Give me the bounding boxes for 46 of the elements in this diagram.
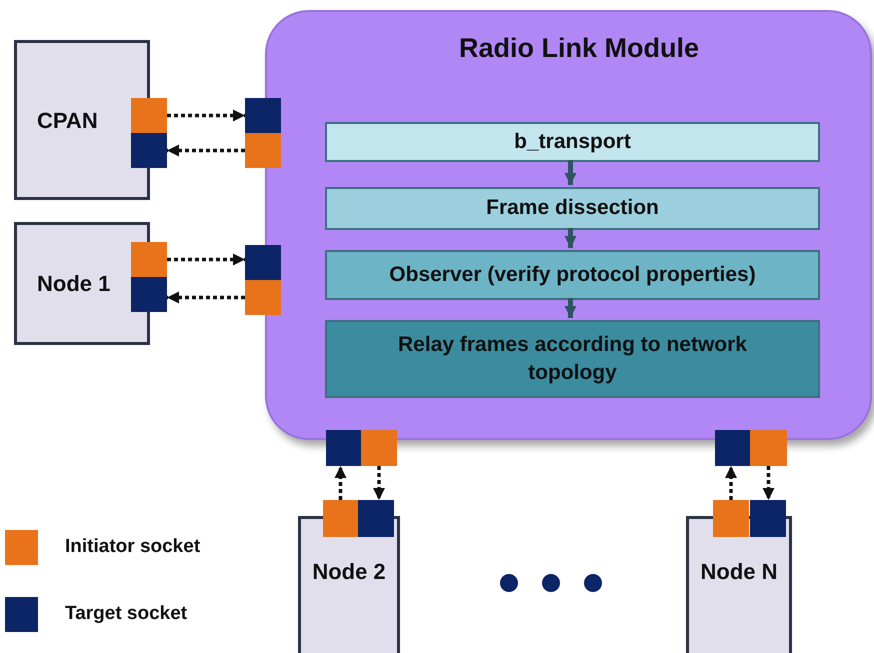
bar-label: Observer (verify protocol properties) xyxy=(389,262,756,288)
flow-arrow xyxy=(564,228,576,248)
device-label: Node 2 xyxy=(312,558,386,586)
dotted-arrow xyxy=(762,466,774,500)
bar-label: Relay frames according to network topology xyxy=(397,332,748,386)
initiator-socket xyxy=(131,98,167,133)
bar-label: b_transport xyxy=(514,128,631,155)
legend-label: Initiator socket xyxy=(65,535,200,560)
initiator-socket xyxy=(131,242,167,277)
flow-arrow xyxy=(564,298,576,318)
dotted-arrow xyxy=(373,466,385,500)
initiator-socket xyxy=(323,500,358,537)
process-bar xyxy=(325,250,820,300)
initiator-socket xyxy=(750,430,787,466)
initiator-socket xyxy=(713,500,749,537)
flow-arrow xyxy=(564,160,576,185)
target-socket xyxy=(326,430,361,466)
initiator-socket xyxy=(245,280,281,315)
dotted-arrow xyxy=(167,110,245,122)
device-label: CPAN xyxy=(37,106,98,134)
target-socket xyxy=(245,98,281,133)
device-label: Node 1 xyxy=(37,270,110,298)
target-socket xyxy=(131,133,167,168)
dotted-arrow xyxy=(167,144,245,156)
device-label: Node N xyxy=(700,558,778,586)
dotted-arrow xyxy=(167,292,245,304)
target-socket xyxy=(131,277,167,312)
process-bar xyxy=(325,187,820,230)
dotted-arrow xyxy=(725,466,737,500)
process-bar xyxy=(325,122,820,162)
target-socket xyxy=(245,245,281,280)
initiator-socket xyxy=(361,430,397,466)
target-socket xyxy=(358,500,394,537)
device-box xyxy=(686,516,792,653)
target-socket xyxy=(750,500,786,537)
process-bar xyxy=(325,320,820,398)
initiator-socket xyxy=(245,133,281,168)
dotted-arrow xyxy=(167,254,245,266)
dotted-arrow xyxy=(334,466,346,500)
bar-label: Frame dissection xyxy=(486,195,659,222)
module-title: Radio Link Module xyxy=(458,32,700,65)
target-socket xyxy=(715,430,750,466)
device-box xyxy=(14,222,150,345)
device-box xyxy=(14,40,150,200)
module-container xyxy=(265,10,872,440)
legend-label: Target socket xyxy=(65,602,188,626)
